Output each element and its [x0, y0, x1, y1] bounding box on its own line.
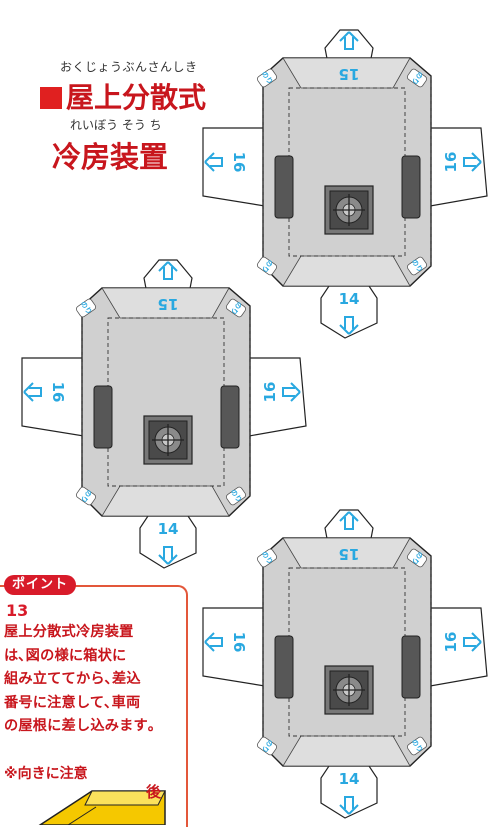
- page-subtitle: 冷房装置: [52, 140, 169, 174]
- corner-glue-tab: [406, 68, 428, 88]
- right-tab-arrow: [463, 632, 482, 652]
- box-illustration: [38, 790, 166, 825]
- top-tab-number: 15: [339, 65, 360, 83]
- bottom-tab: [320, 759, 378, 819]
- point-frame: [0, 585, 188, 827]
- page-title-text: 屋上分散式: [66, 81, 207, 114]
- left-tab-number: 16: [230, 152, 248, 173]
- corner-glue-tab: [75, 486, 97, 506]
- point-note: ※向きに注意: [4, 766, 88, 782]
- point-badge: ポイント: [4, 575, 77, 595]
- corner-glue-tab: [256, 548, 278, 568]
- vent-right: [401, 635, 421, 699]
- rear-label: 後: [146, 783, 162, 801]
- fold-top: [282, 537, 411, 569]
- left-tab-number: 16: [230, 632, 248, 653]
- corner-glue-tab: [256, 736, 278, 756]
- vent-left: [274, 155, 294, 219]
- vent-right: [220, 385, 240, 449]
- bottom-tab-number: 14: [339, 290, 360, 308]
- bottom-tab: [320, 279, 378, 339]
- left-tab-arrow: [204, 632, 223, 652]
- corner-glue-tab: [225, 486, 247, 506]
- corner-glue-tab: [256, 256, 278, 276]
- left-tab-number: 16: [49, 382, 67, 403]
- corner-glue-tab: [406, 548, 428, 568]
- fold-top: [101, 287, 230, 319]
- corner-glue-tab: [75, 298, 97, 318]
- fold-top: [282, 57, 411, 89]
- right-tab-number: 16: [442, 632, 460, 653]
- right-tab-number: 16: [261, 382, 279, 403]
- title-square-icon: [40, 87, 62, 109]
- vent-right: [401, 155, 421, 219]
- left-tab-arrow: [204, 152, 223, 172]
- fold-bottom: [282, 735, 411, 767]
- corner-glue-tab: [406, 736, 428, 756]
- page-title: 屋上分散式: [40, 76, 206, 116]
- point-number: 13: [6, 601, 29, 620]
- bottom-tab: [139, 509, 197, 569]
- corner-glue-tab: [256, 68, 278, 88]
- subtitle-furigana: れいぼう そう ち: [70, 118, 162, 132]
- corner-glue-tab: [225, 298, 247, 318]
- left-tab-arrow: [23, 382, 42, 402]
- bottom-tab-arrow: [339, 796, 359, 815]
- right-tab-arrow: [463, 152, 482, 172]
- vent-left: [93, 385, 113, 449]
- top-tab-arrow: [339, 31, 359, 50]
- top-tab-arrow: [158, 261, 178, 280]
- bottom-tab-arrow: [339, 316, 359, 335]
- top-tab-number: 15: [158, 295, 179, 313]
- corner-glue-tab: [406, 256, 428, 276]
- point-text: 屋上分散式冷房装置 は､図の様に箱状に 組み立ててから､差込 番号に注意して､車…: [4, 624, 156, 734]
- top-tab-arrow: [339, 511, 359, 530]
- title-furigana: おくじょうぶんさんしき: [60, 60, 198, 74]
- right-tab-arrow: [282, 382, 301, 402]
- bottom-tab-arrow: [158, 546, 178, 565]
- right-tab-number: 16: [442, 152, 460, 173]
- bottom-tab-number: 14: [158, 520, 179, 538]
- fold-bottom: [282, 255, 411, 287]
- vent-left: [274, 635, 294, 699]
- bottom-tab-number: 14: [339, 770, 360, 788]
- top-tab-number: 15: [339, 545, 360, 563]
- fold-bottom: [101, 485, 230, 517]
- point-section: ポイント 13 屋上分散式冷房装置 は､図の様に箱状に 組み立ててから､差込 番…: [0, 573, 200, 827]
